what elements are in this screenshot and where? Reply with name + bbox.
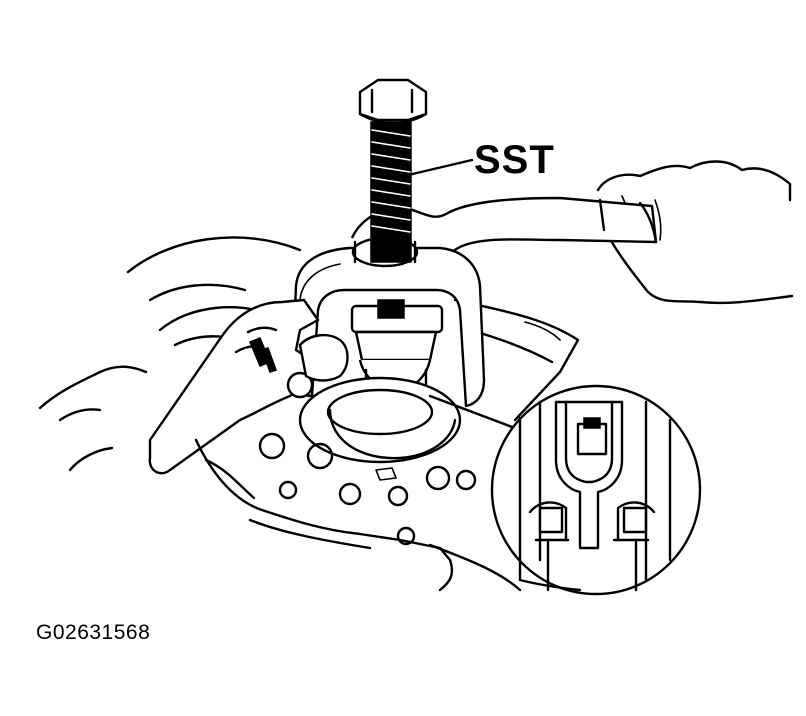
hand-left: [38, 365, 148, 472]
center-bolt: [358, 78, 428, 263]
finger: [298, 333, 349, 382]
sst-leader-line: [402, 158, 474, 178]
sst-callout-label: SST: [474, 138, 555, 182]
figure-code: G02631568: [36, 621, 151, 644]
magnified-detail: [490, 384, 702, 596]
casing-face: [194, 432, 522, 592]
hand-right: [596, 160, 794, 305]
adjustable-wrench: [148, 298, 320, 475]
magnifier-leader: [428, 394, 522, 432]
seal-ring: [298, 376, 462, 464]
